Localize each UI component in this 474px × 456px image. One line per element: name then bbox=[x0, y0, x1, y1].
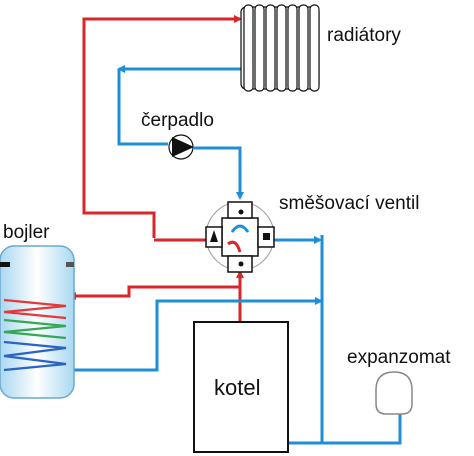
radiators-label: radiátory bbox=[327, 25, 401, 46]
return-tank-line bbox=[70, 297, 323, 372]
radiator bbox=[240, 4, 320, 92]
expansion-tank-icon bbox=[375, 371, 413, 415]
pump-label: čerpadlo bbox=[141, 110, 214, 131]
pump-icon bbox=[168, 134, 194, 160]
return-loop-left bbox=[117, 69, 168, 146]
boiler-tank bbox=[0, 245, 75, 399]
return-to-heater bbox=[289, 411, 402, 445]
supply-to-radiators bbox=[82, 15, 242, 238]
return-pipes bbox=[70, 65, 402, 445]
mixing-valve-icon bbox=[205, 201, 275, 273]
mixing-valve-label: směšovací ventil bbox=[279, 193, 419, 214]
coil-red bbox=[3, 298, 67, 320]
heater-label: kotel bbox=[214, 375, 260, 400]
coil-blue bbox=[3, 340, 67, 372]
supply-valve-to-tank bbox=[68, 272, 242, 300]
boiler-tank-label: bojler bbox=[3, 222, 50, 243]
return-pump-to-valve bbox=[194, 146, 244, 200]
supply-pipes bbox=[68, 15, 244, 323]
expansion-tank-label: expanzomat bbox=[347, 347, 451, 368]
coil-green bbox=[3, 318, 67, 340]
heater-box bbox=[193, 321, 289, 453]
